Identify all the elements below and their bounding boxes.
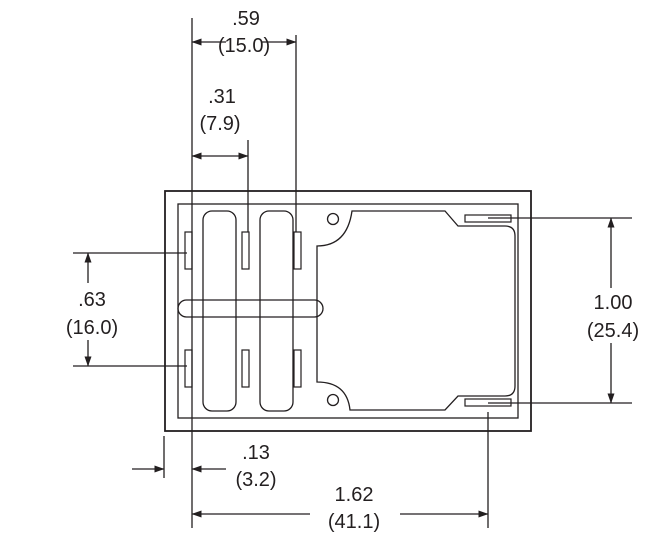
outer-outline (164, 190, 532, 432)
pin-top-1 (184, 231, 193, 270)
dim-063: .63 (16.0) (66, 252, 118, 367)
dim-013: .13 (3.2) (132, 442, 277, 491)
dim-031-mm: (7.9) (199, 113, 240, 135)
left-slot (202, 210, 237, 412)
dim-013-inch: .13 (242, 442, 270, 464)
dim-013-mm: (3.2) (235, 469, 276, 491)
pin-bottom-1 (184, 349, 193, 388)
dim-100-inch: 1.00 (594, 292, 633, 314)
right-slot (259, 210, 294, 412)
dim-059-inch: .59 (232, 8, 260, 30)
mount-hole-bottom (326, 393, 340, 407)
dim-100-mm: (25.4) (587, 320, 639, 342)
pin-top-3 (293, 231, 302, 270)
pin-bottom-2 (241, 349, 250, 388)
dim-059-mm: (15.0) (218, 35, 270, 57)
mount-hole-top (326, 212, 340, 226)
extension-lines (73, 18, 632, 528)
dim-059: .59 (15.0) (191, 8, 297, 57)
dim-063-mm: (16.0) (66, 317, 118, 339)
pin-top-2 (241, 231, 250, 270)
dim-063-inch: .63 (78, 289, 106, 311)
dim-100: 1.00 (25.4) (587, 217, 639, 404)
pin-bottom-3 (293, 349, 302, 388)
dim-162-inch: 1.62 (335, 484, 374, 506)
dim-031: .31 (7.9) (191, 86, 249, 160)
contact-slots (177, 210, 324, 412)
dim-031-inch: .31 (208, 86, 236, 108)
inner-outline (177, 203, 519, 419)
crossbar (177, 299, 324, 318)
coil-region (316, 210, 516, 411)
dim-162: 1.62 (41.1) (191, 484, 489, 533)
dim-162-mm: (41.1) (328, 511, 380, 533)
